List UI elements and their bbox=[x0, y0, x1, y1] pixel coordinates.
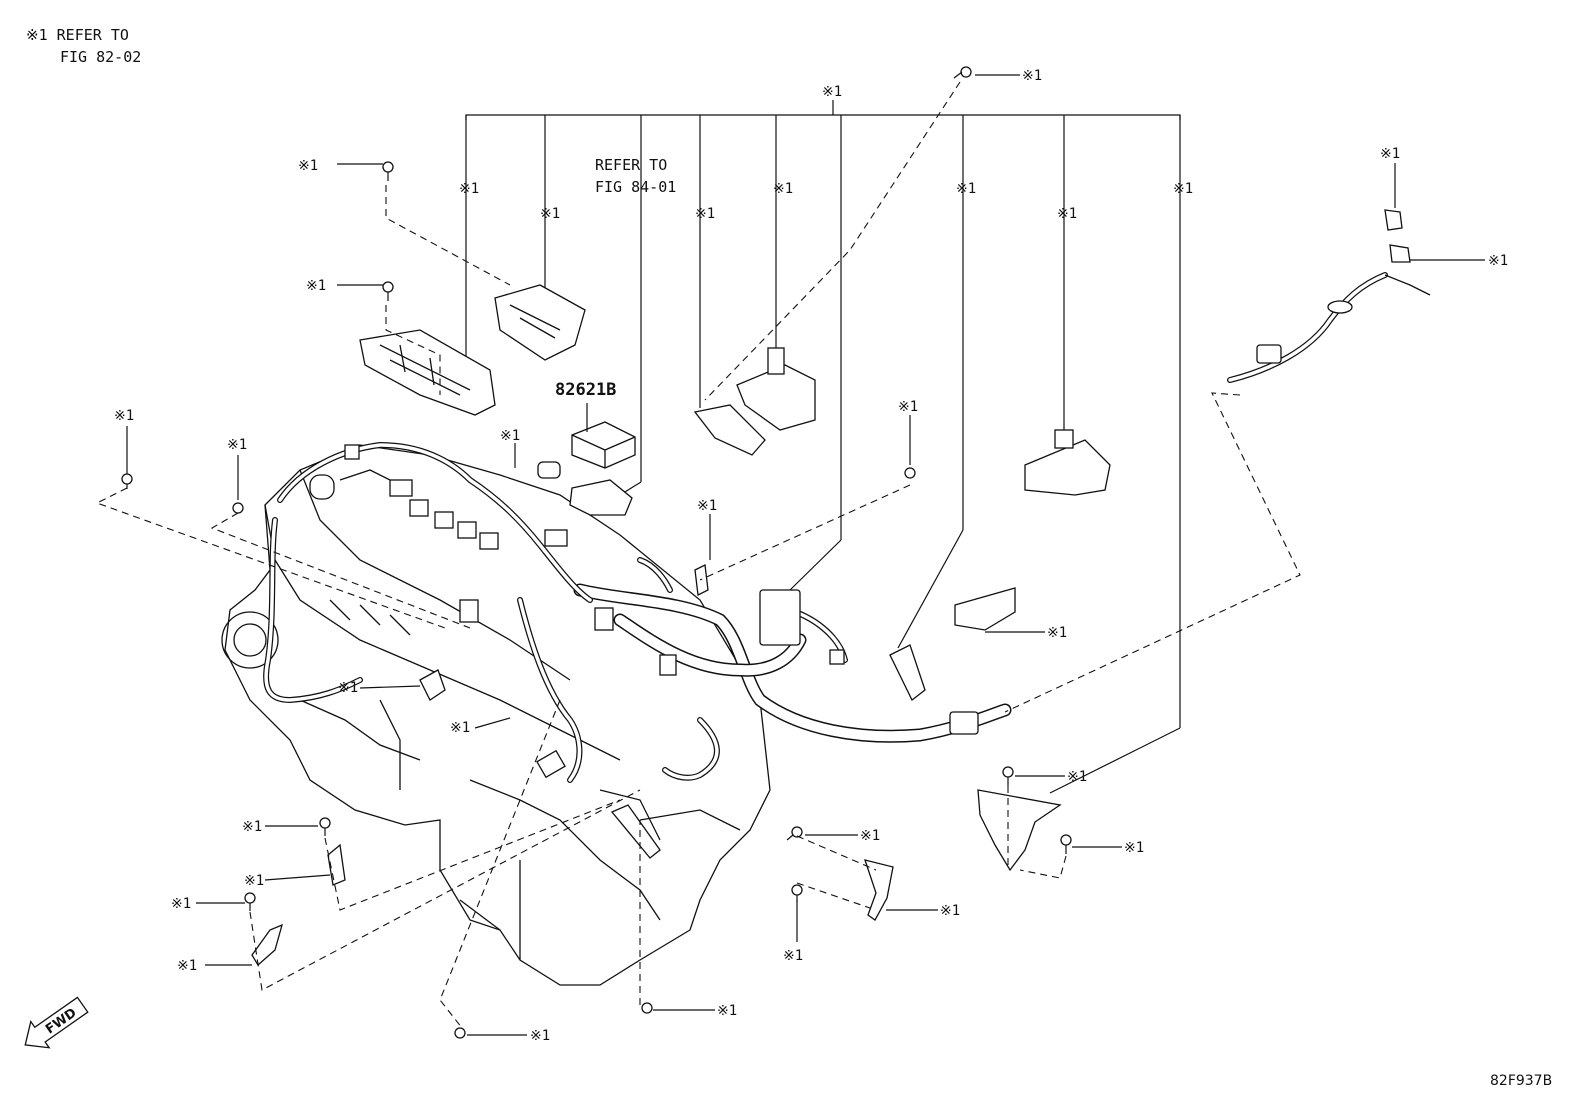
callout-label: ※1 bbox=[171, 896, 191, 912]
engine-wire-harness bbox=[263, 441, 1012, 783]
callout-label: ※1 bbox=[450, 720, 470, 736]
connector-holder bbox=[569, 479, 633, 516]
callout-label: ※1 bbox=[338, 680, 358, 696]
clip-left-1 bbox=[419, 669, 446, 701]
callout-label: ※1 bbox=[898, 399, 918, 415]
callout-label: ※1 bbox=[1067, 769, 1087, 785]
leader-lines bbox=[126, 74, 1485, 1036]
figure-code: 82F937B bbox=[1490, 1073, 1552, 1089]
bolt-icon bbox=[791, 884, 803, 902]
callout-label: ※1 bbox=[177, 958, 197, 974]
bolt-icon bbox=[454, 1027, 466, 1039]
callout-label: ※1 bbox=[860, 828, 880, 844]
fwd-arrow-icon: FWD bbox=[24, 996, 89, 1049]
callout-label: ※1 bbox=[1047, 625, 1067, 641]
callout-label: ※1 bbox=[242, 819, 262, 835]
bolt-icon bbox=[1002, 766, 1014, 786]
callout-label: ※1 bbox=[1057, 206, 1077, 222]
bolt-icons bbox=[121, 66, 1072, 1039]
callout-label: ※1 bbox=[956, 181, 976, 197]
callout-label: ※1 bbox=[459, 181, 479, 197]
callout-label: ※1 bbox=[1173, 181, 1193, 197]
bolt-icon bbox=[121, 473, 133, 489]
bracket-lower-center bbox=[610, 804, 661, 859]
connector-82621b bbox=[571, 421, 636, 469]
callout-label: ※1 bbox=[697, 498, 717, 514]
bolt-icon bbox=[641, 1002, 653, 1014]
dashed-guides bbox=[95, 81, 1301, 1029]
callout-label: ※1 bbox=[783, 948, 803, 964]
small-bracket-center bbox=[694, 564, 709, 596]
relay-box-bracket bbox=[736, 347, 816, 431]
harness-clip-right bbox=[1024, 429, 1111, 496]
clip-bracket-left bbox=[693, 404, 766, 456]
refer-note-mark: ※1 bbox=[26, 26, 48, 44]
refer-note-fig-84-01: REFER TO FIG 84-01 bbox=[595, 154, 676, 198]
refer-note-fig-82-02: ※1 REFER TO FIG 82-02 bbox=[26, 24, 141, 68]
bracket-front-right bbox=[977, 789, 1062, 872]
callout-label: ※1 bbox=[306, 278, 326, 294]
refer-note-line2: FIG 84-01 bbox=[595, 178, 677, 196]
callout-label: ※1 bbox=[114, 408, 134, 424]
bracket-center-right bbox=[954, 587, 1016, 631]
refer-note-line2: FIG 82-02 bbox=[60, 48, 142, 66]
callout-label: ※1 bbox=[1380, 146, 1400, 162]
callout-label: ※1 bbox=[540, 206, 560, 222]
callout-label: ※1 bbox=[695, 206, 715, 222]
part-number-label: 82621B bbox=[555, 380, 616, 400]
bolt-icon bbox=[319, 817, 331, 836]
callout-label: ※1 bbox=[500, 428, 520, 444]
callout-label: ※1 bbox=[940, 903, 960, 919]
bolt-icon bbox=[904, 467, 916, 479]
bolt-icon bbox=[232, 502, 244, 514]
bolt-icon bbox=[786, 826, 803, 841]
callout-label: ※1 bbox=[773, 181, 793, 197]
relay-block-bracket bbox=[359, 329, 496, 416]
callout-label: ※1 bbox=[1022, 68, 1042, 84]
bolt-icon bbox=[382, 281, 394, 301]
callout-label: ※1 bbox=[530, 1028, 550, 1044]
bolt-icon bbox=[1060, 834, 1072, 854]
bracket-lower bbox=[889, 644, 926, 702]
callout-label: ※1 bbox=[1124, 840, 1144, 856]
sub-harness-right bbox=[1227, 209, 1431, 383]
engine-assembly bbox=[221, 444, 771, 986]
callout-label: ※1 bbox=[1488, 253, 1508, 269]
clip-left-3 bbox=[251, 923, 283, 967]
junction-block bbox=[494, 284, 586, 361]
callout-label: ※1 bbox=[244, 873, 264, 889]
bolt-icon bbox=[953, 66, 972, 79]
bolt-icon bbox=[244, 892, 256, 911]
refer-note-line1: REFER TO bbox=[56, 26, 129, 44]
callout-label: ※1 bbox=[822, 84, 842, 100]
callout-label: ※1 bbox=[298, 158, 318, 174]
bolt-icon bbox=[382, 161, 394, 181]
top-callout-bracket bbox=[465, 100, 1181, 794]
bracket-lower-right bbox=[864, 859, 894, 921]
small-grommet bbox=[537, 461, 561, 479]
callout-labels: ※1 ※1 ※1 ※1 ※1 ※1 ※1 ※1 ※1 ※1 ※1 ※1 ※1 ※… bbox=[114, 68, 1508, 1044]
callout-label: ※1 bbox=[717, 1003, 737, 1019]
refer-note-line1: REFER TO bbox=[595, 156, 668, 174]
callout-label: ※1 bbox=[227, 437, 247, 453]
